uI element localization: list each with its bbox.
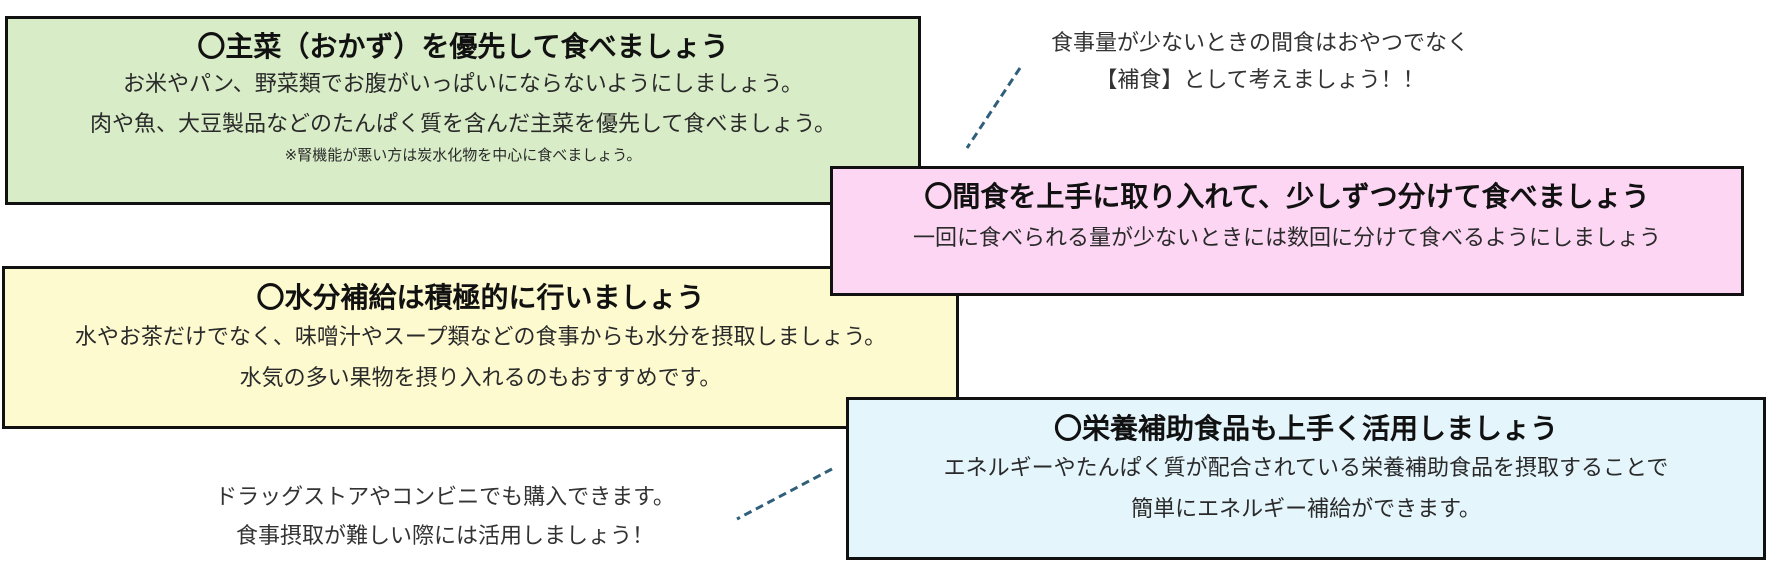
main-dish-title: 〇主菜（おかず）を優先して食べましょう <box>197 30 729 63</box>
snack-title: 〇間食を上手に取り入れて、少しずつ分けて食べましょう <box>924 180 1650 213</box>
snack-callout: 食事量が少ないときの間食はおやつでなく 【補食】として考えましょう！！ <box>1040 30 1480 94</box>
supplement-callout-line-2: 食事摂取が難しい際には活用しましょう！ <box>235 524 654 549</box>
supplement-callout-line-1: ドラッグストアやコンビニでも購入できます。 <box>215 485 675 510</box>
water-title: 〇水分補給は積極的に行いましょう <box>256 281 705 314</box>
main-dish-box: 〇主菜（おかず）を優先して食べましょう お米やパン、野菜類でお腹がいっぱいになら… <box>5 16 921 205</box>
supplement-title: 〇栄養補助食品も上手く活用しましょう <box>1053 412 1558 445</box>
snack-callout-line-1: 食事量が少ないときの間食はおやつでなく <box>1050 31 1469 56</box>
snack-connector-line <box>965 67 1022 149</box>
snack-box: 〇間食を上手に取り入れて、少しずつ分けて食べましょう 一回に食べられる量が少ない… <box>830 166 1744 296</box>
water-line-2: 水気の多い果物を摂り入れるのもおすすめです。 <box>239 366 722 391</box>
main-dish-line-2: 肉や魚、大豆製品などのたんぱく質を含んだ主菜を優先して食べましょう。 <box>89 112 837 137</box>
supplement-line-2: 簡単にエネルギー補給ができます。 <box>1131 497 1481 522</box>
snack-callout-line-2: 【補食】として考えましょう！！ <box>1095 68 1425 93</box>
water-box: 〇水分補給は積極的に行いましょう 水やお茶だけでなく、味噌汁やスープ類などの食事… <box>2 266 959 429</box>
water-line-1: 水やお茶だけでなく、味噌汁やスープ類などの食事からも水分を摂取しましょう。 <box>74 325 887 350</box>
supplement-box: 〇栄養補助食品も上手く活用しましょう エネルギーやたんぱく質が配合されている栄養… <box>846 397 1766 560</box>
supplement-line-1: エネルギーやたんぱく質が配合されている栄養補助食品を摂取することで <box>943 456 1669 481</box>
main-dish-note: ※腎機能が悪い方は炭水化物を中心に食べましょう。 <box>284 146 642 164</box>
main-dish-line-1: お米やパン、野菜類でお腹がいっぱいにならないようにしましょう。 <box>122 72 804 97</box>
supplement-connector-line <box>736 467 833 521</box>
supplement-callout: ドラッグストアやコンビニでも購入できます。 食事摂取が難しい際には活用しましょう… <box>170 484 720 550</box>
snack-line-1: 一回に食べられる量が少ないときには数回に分けて食べるようにしましょう <box>912 226 1661 251</box>
